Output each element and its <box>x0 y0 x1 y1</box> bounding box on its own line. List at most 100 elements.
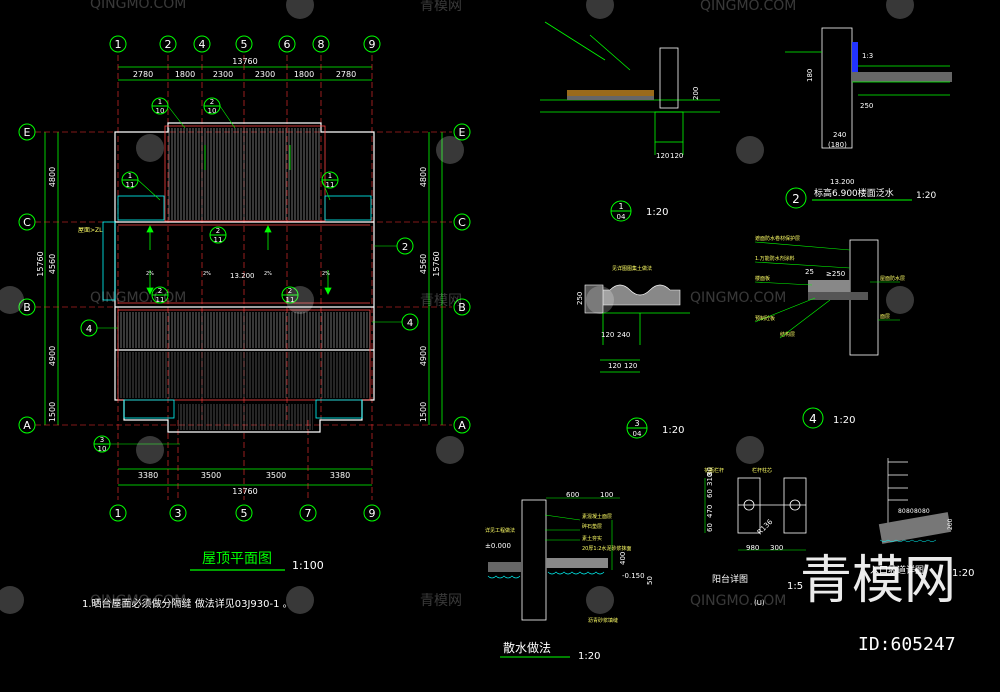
detail-2-title: 标高6.900楼面泛水 <box>814 187 894 199</box>
balcony-label-2: 栏杆柱芯 <box>752 467 772 474</box>
detail-2-dim-250: 250 <box>860 102 873 110</box>
detail-4-label-2: 1.万能防水剂涂料 <box>755 255 795 262</box>
apron-elev-0: ±0.000 <box>485 542 511 550</box>
left-dim-1: 4800 <box>48 167 57 187</box>
ramp-dim-200: 200 <box>947 518 954 530</box>
detail-4-label-4: 预制砼板 <box>755 315 775 322</box>
apron-scale: 1:20 <box>578 651 600 662</box>
balcony-dim-stack: 60 <box>706 523 714 532</box>
detail-1-fill-2 <box>567 96 654 100</box>
balcony-title: 阳台详图 <box>712 573 748 585</box>
watermark-logos <box>0 0 914 614</box>
callout-8-sheet: 10 <box>98 445 107 453</box>
detail-3-scale: 1:20 <box>662 425 684 436</box>
detail-1-fill <box>567 90 654 96</box>
right-axis-bubbles <box>453 123 471 434</box>
top-axis-6: 8 <box>318 38 325 51</box>
apron-title: 散水做法 <box>503 640 551 655</box>
plan-title: 屋顶平面图 <box>202 551 272 567</box>
right-axis-C: C <box>458 216 466 229</box>
right-dim-3: 4900 <box>419 346 428 366</box>
plan-small-texts: 2% 2% 2% 2% <box>146 271 330 277</box>
bottom-dim-1: 3380 <box>138 471 158 480</box>
apron-label-1: 详见工程做法 <box>485 527 515 534</box>
balcony-detail: 60 470 60 310 80 980 300 R136 花瓶栏杆 栏杆柱芯 … <box>704 467 807 607</box>
top-dim-6: 2780 <box>336 70 356 79</box>
detail-1-dim-200: 200 <box>692 87 700 100</box>
callout-4-num: 1 <box>328 172 332 180</box>
ramp-title: 入口坡道详图 <box>870 564 924 576</box>
callout-1-sheet: 10 <box>156 107 165 115</box>
watermark-en-6: QINGMO.COM <box>690 593 786 609</box>
detail-4-label-7: 面层 <box>880 314 890 320</box>
watermark-en-2: QINGMO.COM <box>700 0 796 14</box>
bottom-axis-bubbles <box>109 504 381 522</box>
apron-label-6: 沥青砂浆填缝 <box>588 617 618 624</box>
callout-6-num: 2 <box>158 287 162 295</box>
balcony-dim-980: 980 <box>746 544 759 552</box>
watermark-en-3: QINGMO.COM <box>90 290 186 306</box>
plan-circle-4-left: 4 <box>86 324 92 335</box>
right-dim-4: 1500 <box>419 402 428 422</box>
bottom-axis-5: 9 <box>369 507 376 520</box>
detail-2: 180 250 240 (180) 1:3 13.200 2 标高6.900楼面… <box>785 27 952 209</box>
bottom-axis-1: 1 <box>115 507 122 520</box>
plan-scale: 1:100 <box>292 559 324 572</box>
callout-6-sheet: 11 <box>156 296 165 304</box>
top-axis-bubbles <box>109 35 381 53</box>
detail-2-dim-13: 1:3 <box>862 52 873 60</box>
detail-2-dim-180: 180 <box>806 69 814 82</box>
balcony-label-1: 花瓶栏杆 <box>704 467 724 474</box>
svg-text:2%: 2% <box>203 271 211 277</box>
balcony-dim-470: 470 <box>706 505 714 518</box>
callout-2-num: 2 <box>210 98 214 106</box>
left-dim-3: 4900 <box>48 346 57 366</box>
detail-2-num: 2 <box>792 192 800 206</box>
bottom-axis-3: 5 <box>241 507 248 520</box>
bottom-axis-2: 3 <box>175 507 182 520</box>
bottom-overall-dim: 13760 <box>232 487 257 496</box>
top-dim-5: 1800 <box>294 70 314 79</box>
apron-label-3: 碎石垫层 <box>582 523 602 530</box>
top-dim-3: 2300 <box>213 70 233 79</box>
apron-dim-100: 100 <box>600 491 613 499</box>
right-dim-1: 4800 <box>419 167 428 187</box>
ramp-scale: 1:20 <box>952 568 974 579</box>
svg-text:2%: 2% <box>322 271 330 277</box>
callout-4-sheet: 11 <box>326 181 335 189</box>
balcony-dim-80: 80 <box>706 467 714 476</box>
bottom-axis-4: 7 <box>305 507 312 520</box>
watermark-brand-large: 青模网 <box>800 551 956 611</box>
plan-circle-2-right: 2 <box>402 242 408 253</box>
apron-label-4: 素土夯实 <box>582 535 602 542</box>
detail-4-bubble <box>802 407 824 429</box>
top-dim-4: 2300 <box>255 70 275 79</box>
detail-2-dim-180b: (180) <box>828 141 847 149</box>
detail-4-slab <box>808 280 850 292</box>
watermark-cn-2: 青模网 <box>420 293 462 309</box>
top-axis-1: 1 <box>115 38 122 51</box>
slope-arrows <box>146 145 332 295</box>
ramp-dim-2: 80 <box>906 508 914 515</box>
callout-2-sheet: 10 <box>208 107 217 115</box>
plan-callout-leaders <box>97 105 402 445</box>
watermark-id: ID:605247 <box>858 634 956 655</box>
detail-4-label-1: 遮面防水卷材保护层 <box>755 235 800 242</box>
detail-3-sheet: 04 <box>633 430 642 438</box>
right-axis-B: B <box>458 301 466 314</box>
detail-1: 200 120 120 1 04 1:20 <box>540 21 720 222</box>
right-axis-A: A <box>458 419 466 432</box>
detail-1-parapet <box>659 47 679 109</box>
ramp-dim-3: 80 <box>914 508 922 515</box>
callout-7-sheet: 11 <box>286 296 295 304</box>
detail-2-scale: 1:20 <box>916 191 936 201</box>
callout-5-num: 2 <box>216 227 220 235</box>
plan-note: 1.晒台屋面必须做分隔缝 做法详见03J930-1 。 <box>82 597 293 610</box>
apron-label-2: 素混凝土面层 <box>582 513 612 520</box>
detail-2-blue <box>852 42 858 82</box>
apron-dim-50: 50 <box>646 576 654 585</box>
balcony-dim-r136: R136 <box>756 517 775 536</box>
top-axis-5: 6 <box>284 38 291 51</box>
left-axis-C: C <box>23 216 31 229</box>
